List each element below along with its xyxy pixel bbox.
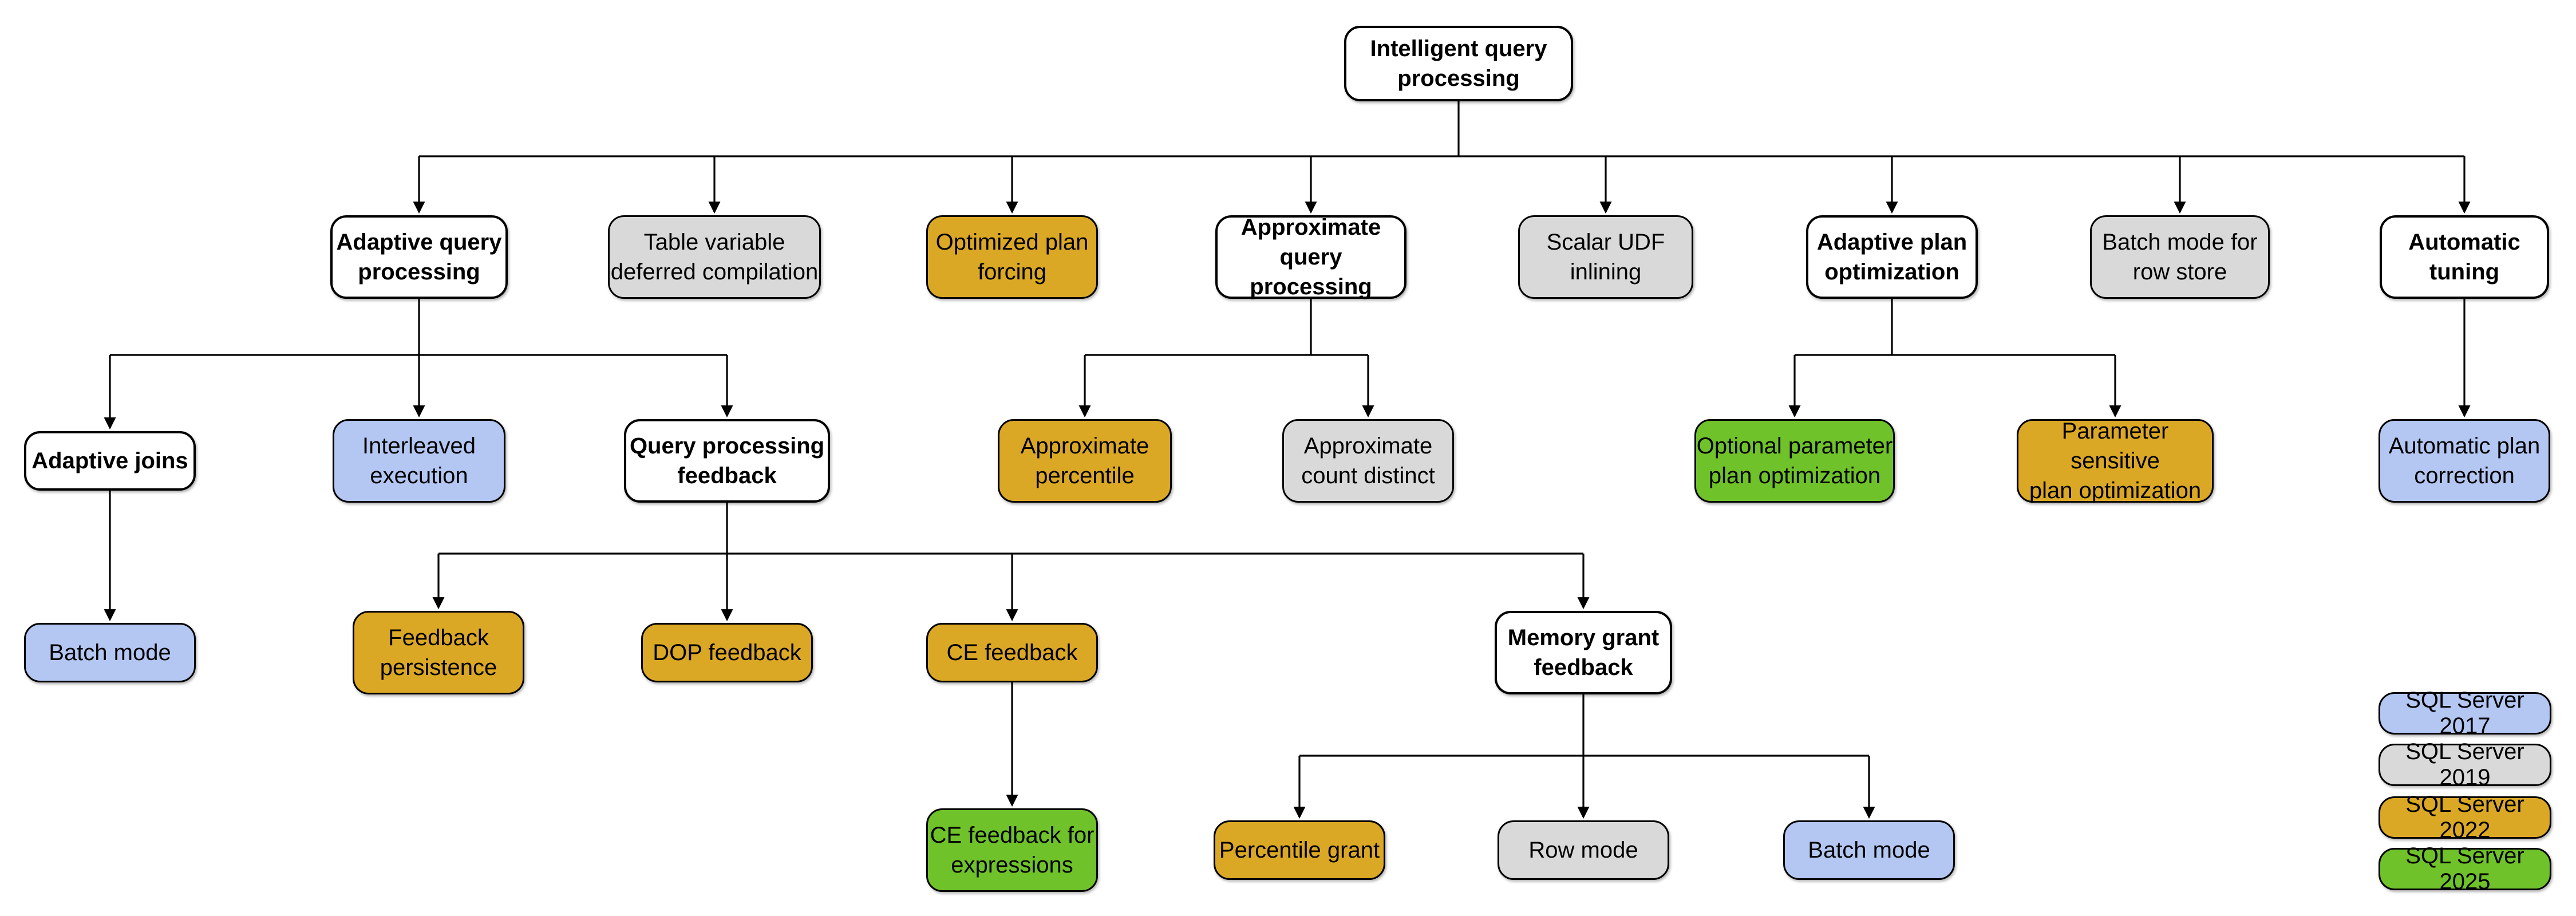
node-bm2: Batch mode — [1783, 820, 1955, 880]
node-cef: CE feedback — [926, 623, 1098, 682]
legend-item-2025: SQL Server 2025 — [2379, 843, 2551, 894]
node-fp: Feedback persistence — [353, 611, 524, 694]
node-tvdc: Table variable deferred compilation — [608, 215, 821, 299]
node-oppo: Optional parameter plan optimization — [1694, 419, 1895, 503]
node-ie: Interleaved execution — [333, 419, 505, 503]
node-opf: Optimized plan forcing — [926, 215, 1098, 299]
node-ap: Approximate percentile — [998, 419, 1172, 503]
node-aqp: Adaptive query processing — [330, 215, 508, 299]
legend-item-2022: SQL Server 2022 — [2379, 792, 2551, 843]
node-bm: Batch mode — [24, 623, 196, 682]
node-apc: Automatic plan correction — [2379, 419, 2550, 503]
node-mgf: Memory grant feedback — [1495, 611, 1672, 694]
node-pspo: Parameter sensitive plan optimization — [2017, 418, 2214, 503]
legend-item-2019: SQL Server 2019 — [2379, 739, 2551, 790]
node-sudf: Scalar UDF inlining — [1518, 215, 1693, 299]
node-at: Automatic tuning — [2380, 215, 2549, 299]
connectors — [104, 101, 2471, 819]
node-apo: Adaptive plan optimization — [1806, 215, 1978, 299]
node-aj: Adaptive joins — [24, 431, 196, 491]
node-root: Intelligent query processing — [1344, 26, 1573, 101]
legend-item-2017: SQL Server 2017 — [2379, 688, 2551, 739]
node-pg: Percentile grant — [1214, 820, 1385, 880]
node-bmrs: Batch mode for row store — [2090, 215, 2270, 299]
node-qpf: Query processing feedback — [624, 419, 830, 503]
node-acd: Approximate count distinct — [1282, 419, 1454, 503]
node-rm: Row mode — [1498, 820, 1669, 880]
node-dopf: DOP feedback — [641, 623, 813, 682]
node-cefe: CE feedback for expressions — [926, 808, 1098, 892]
node-aqproc: Approximate query processing — [1215, 215, 1406, 299]
